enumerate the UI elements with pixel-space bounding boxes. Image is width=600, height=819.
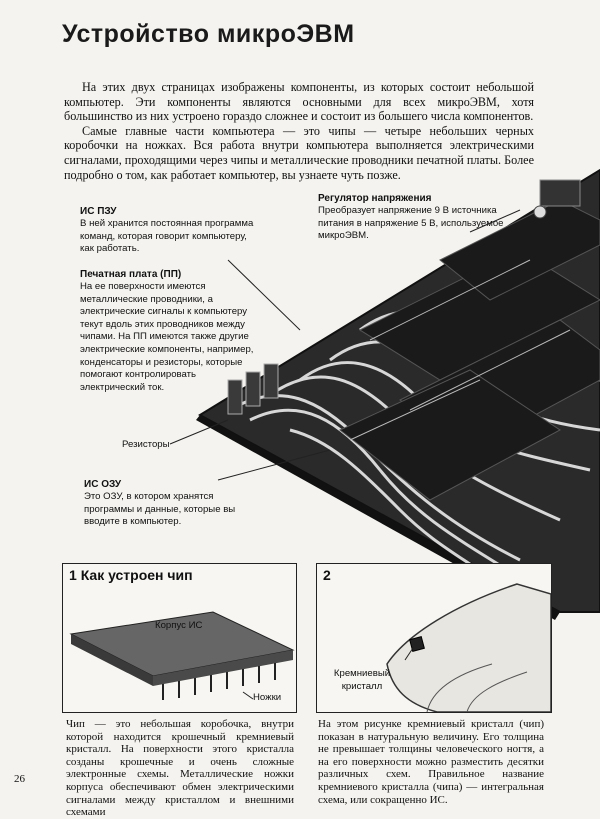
regulator-description: Преобразует напряжение 9 В источника пит… [318,205,504,242]
page-title: Устройство микроЭВМ [62,20,355,48]
rom-description: В ней хранится постоянная программа кома… [80,218,254,255]
panel-1-heading: Как устроен чип [80,567,193,583]
resistors-label: Резисторы [122,439,170,450]
panel-2-number: 2 [323,567,331,583]
silicon-crystal-label: Кремниевый кристалл [333,668,391,692]
panel-1-caption: Чип — это небольшая коробочка, внутри ко… [66,718,294,819]
crystal-panel: 2 Кремниевый кристалл [316,563,552,713]
rom-label: ИС ПЗУ [80,206,117,217]
regulator-label: Регулятор напряжения [318,193,432,204]
finger-drawing [386,583,551,712]
intro-paragraph-1: На этих двух страницах изображены компон… [64,80,534,124]
panel-2-caption: На этом рисунке кремниевый кристалл (чип… [318,718,544,806]
chip-structure-panel: 1 Как устроен чип Корпус ИС Ножки [62,563,297,713]
intro-text: На этих двух страницах изображены компон… [64,80,534,182]
pcb-description: На ее поверхности имеются металлические … [80,281,254,393]
pcb-label: Печатная плата (ПП) [80,269,182,280]
intro-paragraph-2: Самые главные части компьютера — это чип… [64,123,534,182]
panel-1-number: 1 [69,567,77,583]
ic-case-label: Корпус ИС [155,620,203,631]
ic-chip-drawing [69,611,295,700]
legs-label: Ножки [253,692,282,703]
page-number: 26 [14,773,25,785]
ram-description: Это ОЗУ, в котором хранятся программы и … [84,491,236,528]
ram-label: ИС ОЗУ [84,479,122,490]
